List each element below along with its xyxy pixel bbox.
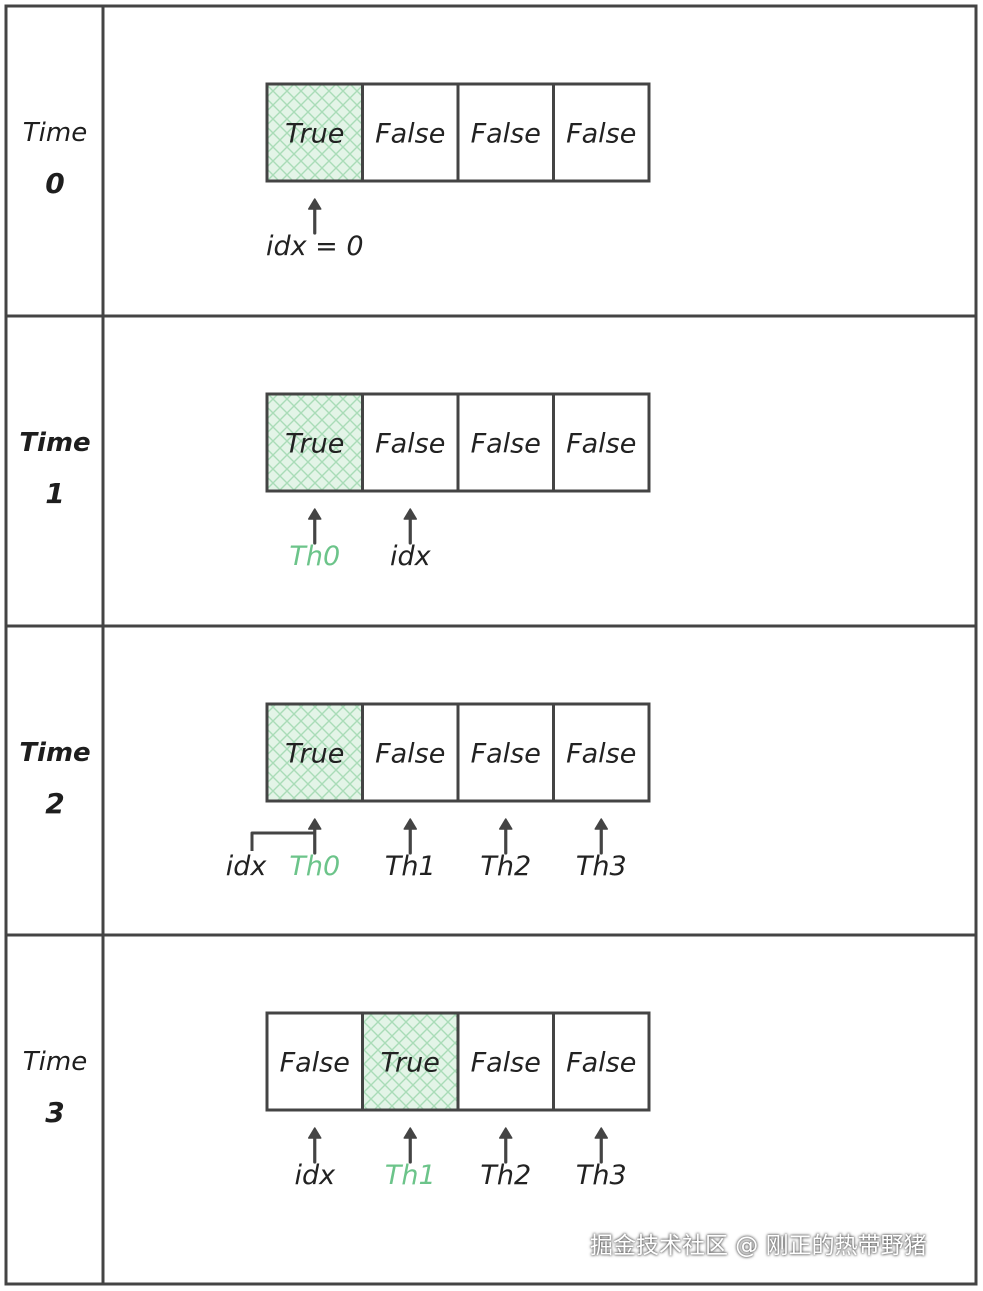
- cell-value: True: [381, 1048, 440, 1079]
- cell-value: False: [375, 119, 445, 150]
- cell-value: False: [566, 1048, 636, 1079]
- idx-branch-line: [250, 831, 315, 851]
- pointer-label: Th0: [289, 851, 340, 882]
- array-cell: [552, 1011, 651, 1112]
- cell-value: False: [375, 739, 445, 770]
- cell-value: False: [375, 429, 445, 460]
- cell-value: True: [285, 119, 344, 150]
- watermark: 掘金技术社区 @ 刚正的热带野猪: [590, 1233, 927, 1259]
- pointer-arrow-head: [403, 818, 417, 830]
- pointer-label: Th2: [480, 851, 531, 882]
- pointer-arrow-head: [308, 1127, 322, 1139]
- cell-value: False: [566, 429, 636, 460]
- time-number: 1: [45, 477, 64, 510]
- pointer-label: Th1: [385, 851, 436, 882]
- pointer-arrow-head: [594, 1127, 608, 1139]
- pointer-label: idx: [390, 541, 432, 572]
- cell-value: False: [566, 739, 636, 770]
- time-number: 3: [45, 1096, 64, 1129]
- pointer-arrow-head: [308, 508, 322, 520]
- array-cell: [552, 82, 651, 183]
- cell-value: False: [471, 739, 541, 770]
- array-cell: [552, 702, 651, 803]
- array-cell: [361, 1011, 460, 1112]
- pointer-label: Th3: [576, 851, 627, 882]
- pointer-arrow-head: [403, 1127, 417, 1139]
- array-cell: [265, 392, 364, 493]
- cell-value: False: [566, 119, 636, 150]
- pointer-label: Th3: [576, 1160, 627, 1191]
- array-cell: [552, 392, 651, 493]
- pointer-label: idx: [294, 1160, 336, 1191]
- time-label: Time: [23, 1047, 87, 1077]
- pointer-label: idx = 0: [266, 231, 364, 262]
- time-number: 2: [45, 787, 64, 820]
- outer-border: [4, 4, 978, 1286]
- pointer-arrow-head: [403, 508, 417, 520]
- cell-value: True: [285, 429, 344, 460]
- pointer-arrow-head: [499, 1127, 513, 1139]
- pointer-arrow-head: [499, 818, 513, 830]
- array-cell: [265, 82, 364, 183]
- array-cell: [361, 82, 460, 183]
- pointer-arrow-head: [308, 198, 322, 210]
- cell-value: False: [471, 429, 541, 460]
- pointer-label: Th2: [480, 1160, 531, 1191]
- pointer-label: Th0: [289, 541, 340, 572]
- time-label: Time: [19, 738, 90, 768]
- time-label: Time: [23, 118, 87, 148]
- array-cell: [265, 702, 364, 803]
- array-cell: [456, 702, 555, 803]
- time-label: Time: [19, 428, 90, 458]
- pointer-label: Th1: [385, 1160, 436, 1191]
- cell-value: True: [285, 739, 344, 770]
- array-cell: [361, 392, 460, 493]
- pointer-arrow-head: [308, 818, 322, 830]
- array-cell: [456, 1011, 555, 1112]
- cell-value: False: [471, 119, 541, 150]
- pointer-arrow-head: [594, 818, 608, 830]
- panel-time-3: Time 3 False True False False idx Th1 Th2 Th3: [23, 1011, 651, 1191]
- pointer-label: idx: [226, 851, 268, 882]
- array-cell: [456, 392, 555, 493]
- cell-value: False: [471, 1048, 541, 1079]
- time-number: 0: [45, 167, 64, 200]
- panel-time-0: Time 0 True False False False idx = 0: [23, 82, 651, 262]
- cell-value: False: [280, 1048, 350, 1079]
- array-cell: [265, 1011, 364, 1112]
- array-cell: [361, 702, 460, 803]
- grid: [4, 4, 978, 1286]
